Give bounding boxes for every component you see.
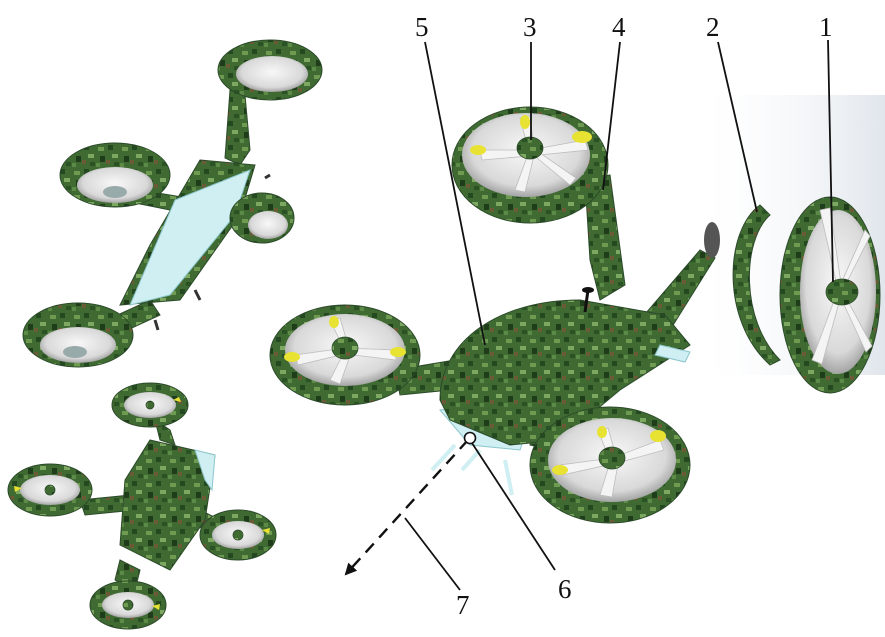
underside-duct-top xyxy=(218,40,322,100)
callout-4: 4 xyxy=(612,12,626,42)
callout-3: 3 xyxy=(523,12,537,42)
front-right-duct xyxy=(530,407,690,523)
underside-duct-right xyxy=(230,193,294,243)
callout-7: 7 xyxy=(456,590,470,620)
circle-marker-icon xyxy=(465,433,476,444)
underside-duct-bottom xyxy=(23,303,133,367)
callout-5: 5 xyxy=(415,12,429,42)
leader-7 xyxy=(405,518,460,590)
callout-1: 1 xyxy=(819,12,833,42)
direction-arrow-icon xyxy=(346,440,468,574)
underside-duct-left xyxy=(60,143,170,207)
top-rear-duct xyxy=(452,107,608,223)
view-top xyxy=(8,383,276,629)
propeller-unit xyxy=(780,197,880,393)
view-underside xyxy=(23,40,322,367)
callout-2: 2 xyxy=(706,12,720,42)
left-duct xyxy=(270,305,420,405)
callout-6: 6 xyxy=(558,574,572,604)
leader-4 xyxy=(603,42,620,190)
